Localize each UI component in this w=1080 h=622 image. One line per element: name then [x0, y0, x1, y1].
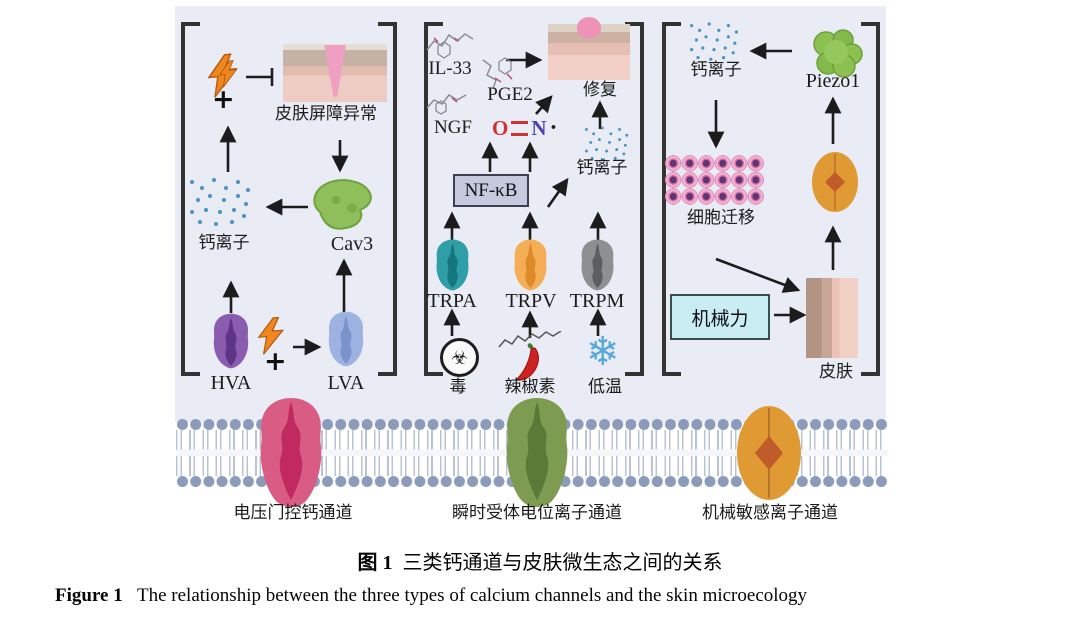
capsaicin-pepper-icon — [498, 331, 562, 381]
panel-mechano-bracket-left — [662, 22, 681, 376]
calcium-ions-mid — [585, 128, 588, 131]
trpv-channel-icon — [514, 239, 547, 291]
calcium-ions-left — [190, 180, 194, 184]
trp-channel-graphic — [506, 398, 568, 507]
capsaicin-label: 辣椒素 — [504, 377, 556, 396]
double-bond — [511, 121, 529, 136]
il33-molecule-icon — [426, 33, 474, 59]
membrane-label-voltage: 电压门控钙通道 — [233, 503, 353, 522]
il33-label: IL-33 — [428, 58, 472, 79]
panel-voltage-bracket-right — [378, 22, 397, 376]
caption-zh: 图 1 三类钙通道与皮肤微生态之间的关系 — [0, 546, 1080, 575]
membrane-label-trp: 瞬时受体电位离子通道 — [452, 503, 622, 522]
calcium-ions-right — [690, 24, 694, 28]
lva-label: LVA — [327, 372, 365, 394]
trpa-label: TRPA — [427, 290, 477, 312]
calcium-label-mid: 钙离子 — [576, 158, 628, 177]
trpv-label: TRPV — [505, 290, 557, 312]
plus-sign-bottom: + — [264, 346, 287, 377]
panel-trp-bracket-right — [625, 22, 644, 376]
cav3-label: Cav3 — [330, 233, 374, 255]
healing-plug-shape — [577, 17, 601, 38]
lightning-icon-bottom — [257, 316, 285, 355]
caption-en-text: The relationship between the three types… — [136, 585, 808, 606]
ngf-molecule-icon — [426, 94, 467, 115]
voltage-channel-graphic — [260, 398, 322, 507]
skin-label: 皮肤 — [819, 362, 853, 381]
calcium-label-left: 钙离子 — [198, 233, 250, 252]
panel-mechano-bracket-right — [861, 22, 880, 376]
skin-barrier-illustration — [283, 44, 387, 102]
caption-zh-prefix: 图 1 — [357, 552, 393, 574]
mechanical-force-box: 机械力 — [670, 294, 770, 340]
trpa-channel-icon — [436, 239, 469, 291]
skin-crack-shape — [324, 45, 346, 97]
cell-with-piezo-graphic — [812, 152, 858, 212]
pge2-molecule-icon — [482, 57, 513, 90]
lva-channel-icon — [328, 311, 364, 367]
hva-label: HVA — [210, 372, 252, 394]
trpm-label: TRPM — [569, 290, 625, 312]
caption-en-prefix: Figure 1 — [55, 585, 123, 606]
trpm-channel-icon — [581, 239, 614, 291]
repair-skin-illustration — [548, 17, 630, 80]
pge2-label: PGE2 — [487, 84, 533, 105]
skin-cross-section — [806, 278, 858, 358]
panel-voltage-bracket-left — [181, 22, 200, 376]
poison-label: 毒 — [449, 377, 467, 396]
migrating-cells-graphic — [665, 155, 764, 205]
cold-label: 低温 — [588, 377, 622, 396]
plus-sign-top: + — [212, 84, 235, 115]
no-nitrogen: N — [531, 116, 547, 140]
piezo1-protein-graphic — [813, 29, 863, 78]
nfkb-box: NF-κB — [453, 174, 529, 207]
no-oxygen: O — [492, 116, 509, 140]
ngf-label: NGF — [433, 117, 473, 138]
cav3-protein-graphic — [313, 179, 372, 230]
caption-en: Figure 1 The relationship between the th… — [55, 585, 807, 607]
snowflake-icon: ❄ — [586, 329, 620, 375]
repair-label: 修复 — [583, 80, 617, 99]
membrane-label-mechano: 机械敏感离子通道 — [702, 503, 838, 522]
mechano-channel-graphic — [737, 406, 801, 500]
skin-barrier-label: 皮肤屏障异常 — [275, 104, 377, 123]
caption-zh-text: 三类钙通道与皮肤微生态之间的关系 — [402, 552, 723, 574]
lightning-icon — [207, 53, 238, 98]
radical-dot: · — [549, 115, 558, 141]
piezo1-label: Piezo1 — [805, 70, 861, 92]
hva-channel-icon — [213, 313, 249, 369]
calcium-label-right: 钙离子 — [690, 60, 742, 79]
panel-trp-bracket-left — [424, 22, 443, 376]
biohazard-icon: ☣ — [440, 338, 479, 377]
nitric-oxide-formula: O N · — [492, 115, 558, 142]
migration-label: 细胞迁移 — [687, 208, 755, 227]
